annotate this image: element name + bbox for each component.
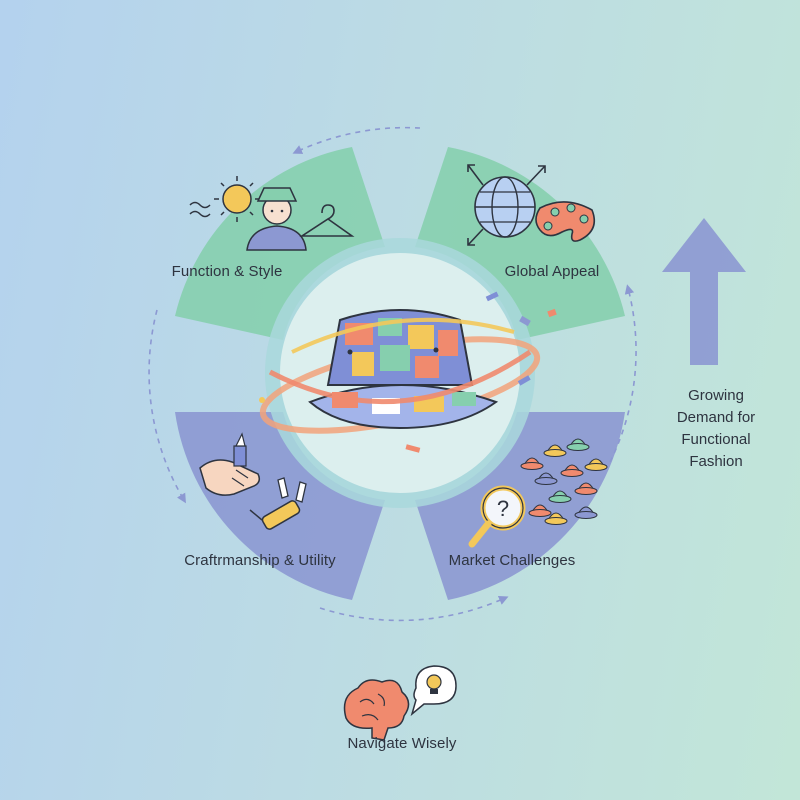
- growing-demand-line-2: Demand for: [676, 409, 756, 426]
- growing-demand-line-1: Growing: [688, 387, 744, 404]
- person-with-hat-icon: [246, 187, 307, 251]
- label-market-challenges: Market Challenges: [448, 552, 576, 569]
- hat-grid-icon: [520, 438, 608, 525]
- globe-icon: [467, 164, 546, 246]
- hanger-icon: [299, 204, 355, 237]
- segment-global-appeal: [415, 147, 625, 340]
- cycle-arrow-top: [292, 126, 421, 154]
- navigate-wisely-label: Navigate Wisely: [347, 735, 457, 752]
- cycle-arrow-bottom: [319, 595, 509, 622]
- growing-demand-note: Growing Demand for Functional Fashion: [656, 385, 776, 473]
- up-arrow-icon: [662, 218, 746, 365]
- svg-text:?: ?: [497, 496, 509, 521]
- brain-icon: [343, 679, 410, 741]
- cycle-arrow-left: [148, 309, 186, 504]
- label-global-appeal: Global Appeal: [504, 263, 600, 280]
- sun-icon: [189, 176, 260, 222]
- label-function-style: Function & Style: [171, 263, 283, 280]
- cycle-arrows: [148, 126, 637, 622]
- palette-icon: [535, 201, 596, 242]
- label-craftsmanship-utility: Craftrmanship & Utility: [184, 552, 336, 569]
- multitool-icon: [249, 477, 307, 530]
- lightbulb-icon: [410, 665, 457, 717]
- bucket-hat-icon: [259, 291, 557, 453]
- cycle-arrow-right: [609, 284, 637, 463]
- magnifier-icon: ?: [468, 485, 526, 548]
- growing-demand-line-4: Fashion: [689, 453, 743, 470]
- handshake-icon: [199, 432, 261, 496]
- growing-demand-line-3: Functional: [681, 431, 751, 448]
- segment-craftsmanship-utility: [175, 412, 385, 600]
